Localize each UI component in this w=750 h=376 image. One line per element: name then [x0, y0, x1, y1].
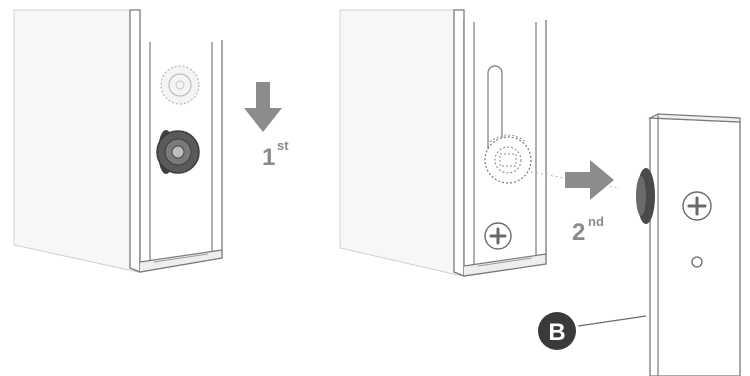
right-side-panel	[650, 114, 740, 376]
dowel-hole-icon	[692, 257, 702, 267]
cam-lock-ghost-icon	[161, 66, 199, 104]
cam-bolt-icon	[636, 168, 655, 224]
step-2-label: 2 nd	[572, 214, 604, 246]
step-1-suffix: st	[277, 138, 289, 153]
down-arrow-icon	[244, 82, 282, 132]
right-arrow-icon	[565, 160, 614, 200]
step-2-suffix: nd	[588, 214, 604, 229]
callout-badge: B	[538, 312, 646, 350]
cam-lock-icon	[157, 130, 199, 174]
screw-icon	[485, 223, 511, 249]
callout-letter: B	[548, 319, 565, 346]
step-1-label: 1 st	[262, 138, 289, 171]
step-1-number: 1	[262, 144, 275, 171]
screw-right-icon	[683, 192, 711, 220]
step-2-number: 2	[572, 219, 585, 246]
